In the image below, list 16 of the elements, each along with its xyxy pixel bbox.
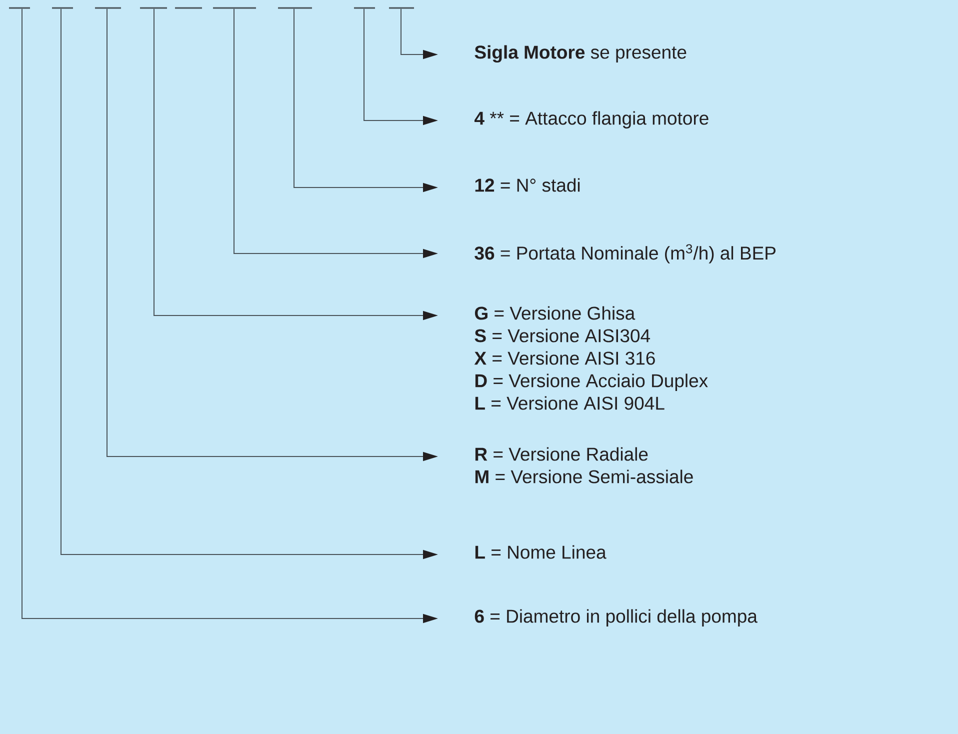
code-description: R = Versione Radiale M = Versione Semi-assiale (475, 447, 693, 484)
code-description: G = Versione Ghisa S = Versione AISI304 X = Versione AISI 316 D = Versione Acciaio Duplex L = Versione AISI 904L (474, 306, 708, 410)
code-tick (354, 7, 375, 9)
code-tick (95, 7, 121, 9)
code-description: Sigla Motore se presente (474, 45, 686, 63)
code-tick (213, 7, 256, 9)
code-tick (278, 7, 312, 9)
code-tick (140, 7, 167, 9)
code-description: 4** = Attacco flangia motore (474, 111, 708, 128)
code-tick (9, 7, 30, 9)
code-tick (389, 7, 414, 9)
code-tick (52, 7, 73, 9)
code-description: L = Nome Linea (475, 545, 606, 559)
code-description: 36 = Portata Nominale (m$^{3}$/h) al BEP (474, 244, 776, 264)
code-description: 6 = Diametro in pollici della pompa (474, 609, 758, 626)
code-description: 12 = N° stadi (475, 178, 580, 192)
